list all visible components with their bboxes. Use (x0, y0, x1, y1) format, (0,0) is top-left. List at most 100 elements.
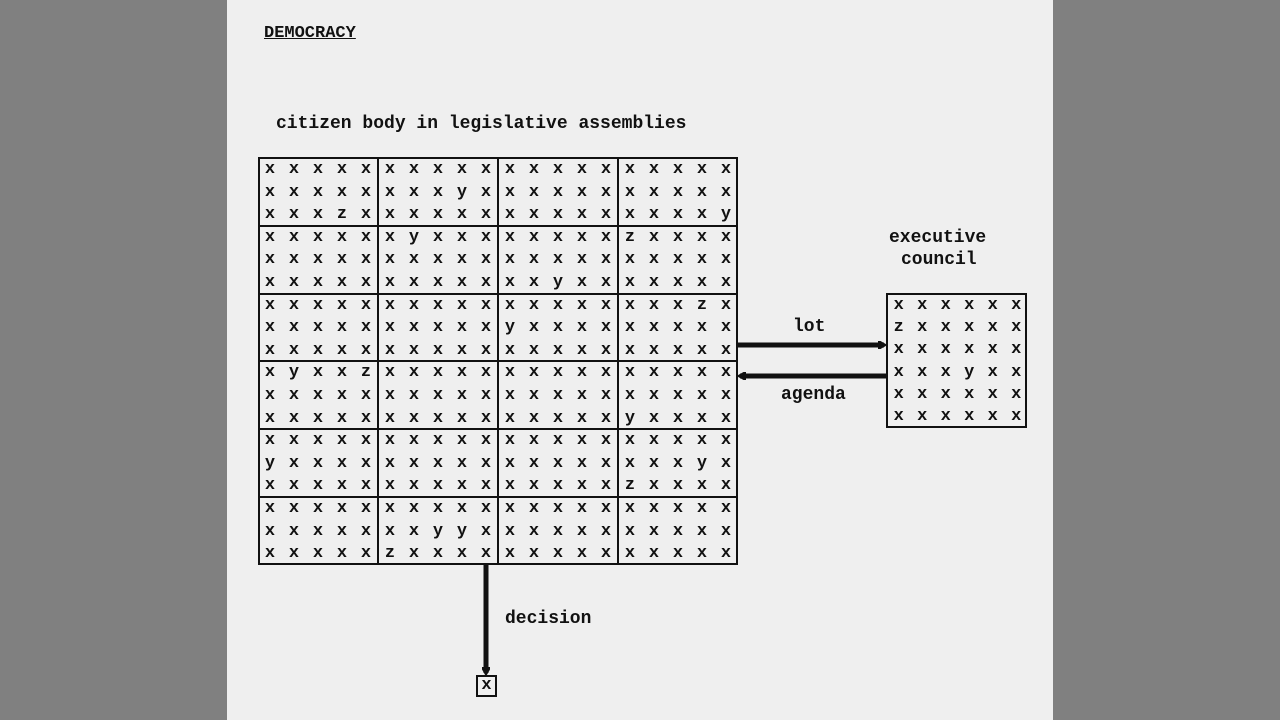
grid-cell-x: x (940, 384, 951, 404)
grid-cell-x: x (648, 182, 660, 202)
grid-cell-x: x (576, 182, 588, 202)
grid-cell-z: z (893, 318, 904, 338)
grid-cell-x: x (360, 521, 372, 541)
grid-cell-x: x (408, 160, 420, 179)
grid-cell-x: x (987, 340, 998, 360)
grid-cell-x: x (288, 476, 300, 496)
grid-cell-x: x (360, 476, 372, 496)
grid-cell-x: x (964, 340, 975, 360)
grid-cell-x: x (384, 227, 396, 247)
grid-cell-x: x (576, 499, 588, 518)
grid-cell-x: x (360, 227, 372, 247)
grid-cell-x: x (432, 499, 444, 518)
grid-cell-x: x (648, 205, 660, 225)
grid-cell-x: x (576, 431, 588, 451)
grid-cell-x: x (408, 182, 420, 202)
grid-cell-x: x (648, 318, 660, 338)
grid-cell-x: x (336, 318, 348, 338)
grid-cell-x: x (480, 250, 492, 270)
grid-cell-x: x (264, 250, 276, 270)
grid-cell-x: x (408, 431, 420, 451)
grid-cell-x: x (456, 544, 468, 564)
grid-cell-x: x (312, 408, 324, 428)
grid-cell-x: x (648, 408, 660, 428)
grid-cell-z: z (384, 544, 396, 564)
grid-cell-x: x (528, 295, 540, 315)
grid-cell-x: x (336, 363, 348, 383)
grid-cell-z: z (336, 205, 348, 225)
grid-cell-x: x (672, 499, 684, 518)
grid-cell-x: x (336, 160, 348, 179)
grid-cell-x: x (648, 340, 660, 360)
grid-cell-x: x (600, 227, 612, 247)
grid-cell-x: x (360, 318, 372, 338)
grid-cell-x: x (648, 476, 660, 496)
grid-cell-x: x (624, 431, 636, 451)
grid-cell-x: x (624, 250, 636, 270)
grid-cell-x: x (504, 182, 516, 202)
grid-cell-x: x (288, 453, 300, 473)
grid-cell-x: x (648, 453, 660, 473)
grid-cell-x: x (312, 182, 324, 202)
grid-cell-x: x (264, 544, 276, 564)
grid-cell-x: x (964, 407, 975, 426)
grid-cell-x: x (312, 205, 324, 225)
grid-cell-x: x (528, 453, 540, 473)
grid-cell-y: y (624, 408, 636, 428)
grid-cell-z: z (624, 227, 636, 247)
grid-cell-x: x (408, 250, 420, 270)
grid-cell-z: z (696, 295, 708, 315)
grid-cell-x: x (264, 205, 276, 225)
grid-cell-x: x (600, 499, 612, 518)
grid-cell-x: x (480, 476, 492, 496)
grid-cell-x: x (336, 499, 348, 518)
grid-cell-x: x (336, 340, 348, 360)
grid-cell-x: x (312, 431, 324, 451)
grid-cell-y: y (720, 205, 732, 225)
grid-cell-x: x (264, 363, 276, 383)
grid-cell-x: x (312, 340, 324, 360)
grid-cell-x: x (552, 318, 564, 338)
grid-cell-x: x (940, 296, 951, 315)
grid-cell-x: x (288, 386, 300, 405)
grid-cell-x: x (720, 340, 732, 360)
grid-cell-x: x (432, 250, 444, 270)
grid-cell-x: x (432, 205, 444, 225)
grid-cell-x: x (1011, 407, 1022, 426)
grid-cell-x: x (648, 431, 660, 451)
grid-cell-x: x (264, 227, 276, 247)
grid-cell-x: x (552, 544, 564, 564)
grid-cell-x: x (940, 407, 951, 426)
grid-cell-x: x (384, 521, 396, 541)
grid-cell-x: x (987, 384, 998, 404)
grid-cell-x: x (696, 318, 708, 338)
grid-cell-x: x (917, 407, 928, 426)
grid-cell-x: x (360, 250, 372, 270)
grid-cell-x: x (624, 160, 636, 179)
grid-cell-x: x (480, 160, 492, 179)
grid-cell-x: x (312, 521, 324, 541)
grid-cell-x: x (384, 273, 396, 292)
grid-cell-x: x (480, 318, 492, 338)
grid-cell-x: x (893, 384, 904, 404)
grid-cell-x: x (456, 205, 468, 225)
grid-cell-x: x (288, 544, 300, 564)
grid-cell-x: x (312, 386, 324, 405)
grid-cell-x: x (672, 431, 684, 451)
block-divider (260, 428, 736, 431)
grid-cell-x: x (504, 363, 516, 383)
grid-cell-x: x (528, 431, 540, 451)
grid-cell-x: x (528, 363, 540, 383)
grid-cell-x: x (672, 453, 684, 473)
grid-cell-x: x (360, 205, 372, 225)
grid-cell-x: x (480, 295, 492, 315)
grid-cell-x: x (264, 318, 276, 338)
grid-cell-x: x (600, 431, 612, 451)
grid-cell-x: x (504, 476, 516, 496)
grid-cell-x: x (384, 431, 396, 451)
grid-cell-x: x (312, 227, 324, 247)
grid-cell-x: x (336, 273, 348, 292)
grid-cell-x: x (552, 182, 564, 202)
grid-cell-x: x (504, 227, 516, 247)
grid-cell-x: x (672, 205, 684, 225)
